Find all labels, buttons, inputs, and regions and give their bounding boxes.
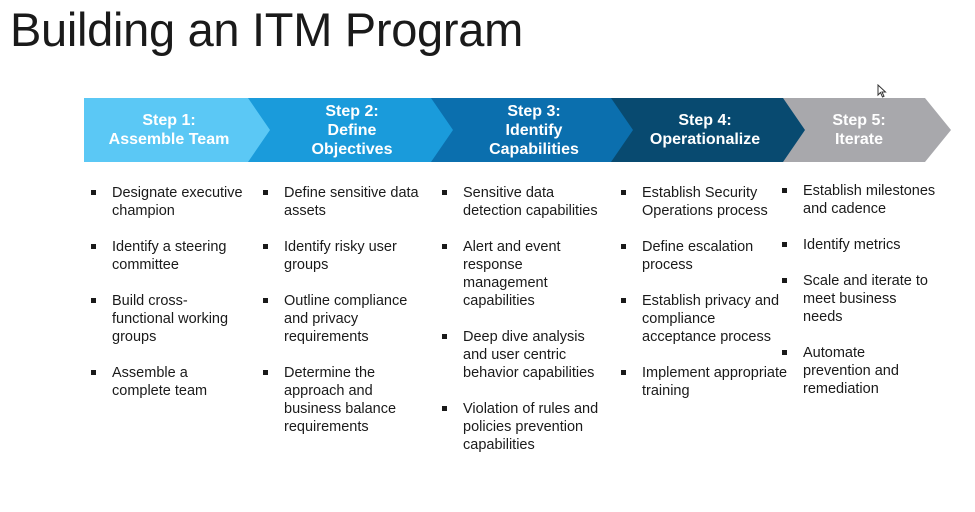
step-5-list: Establish milestones and cadence Identif…: [776, 182, 936, 416]
bullet-icon: [91, 370, 96, 375]
bullet-icon: [782, 188, 787, 193]
step-5-label: Step 5: Iterate: [796, 98, 922, 162]
bullet-icon: [621, 370, 626, 375]
step-2-title: Define: [327, 121, 377, 139]
list-item: Establish milestones and cadence: [776, 182, 936, 218]
step-5-chevron: [783, 98, 951, 162]
step-2-number: Step 2:: [325, 102, 379, 120]
step-5-title: Iterate: [834, 131, 884, 148]
bullet-icon: [442, 406, 447, 411]
step-3-title-2: Capabilities: [489, 140, 579, 158]
bullet-icon: [621, 190, 626, 195]
list-item: Violation of rules and policies preventi…: [436, 400, 606, 454]
step-1-title: Assemble Team: [108, 131, 230, 148]
list-item: Establish privacy and compliance accepta…: [615, 292, 790, 346]
list-item: Define escalation process: [615, 238, 790, 274]
step-2-title-2: Objectives: [311, 140, 393, 158]
bullet-icon: [91, 298, 96, 303]
list-item: Identify metrics: [776, 236, 936, 254]
bullet-icon: [442, 244, 447, 249]
bullet-icon: [91, 244, 96, 249]
step-2-chevron: [248, 98, 455, 162]
bullet-icon: [621, 298, 626, 303]
step-3-chevron: [431, 98, 635, 162]
step-4-chevron: [611, 98, 807, 162]
step-3-number: Step 3:: [507, 102, 561, 120]
bullet-icon: [263, 244, 268, 249]
step-1-chevron: [84, 98, 272, 162]
step-3-title: Identify: [505, 121, 563, 139]
list-item: Automate prevention and remediation: [776, 344, 936, 398]
bullet-icon: [442, 190, 447, 195]
list-item: Define sensitive data assets: [257, 184, 432, 220]
bullet-icon: [91, 190, 96, 195]
bullet-icon: [263, 370, 268, 375]
step-4-list: Establish Security Operations process De…: [615, 184, 790, 418]
mouse-cursor-icon: [877, 84, 887, 98]
bullet-icon: [263, 190, 268, 195]
list-item: Establish Security Operations process: [615, 184, 790, 220]
bullet-icon: [621, 244, 626, 249]
list-item: Outline compliance and privacy requireme…: [257, 292, 432, 346]
step-1-label: Step 1: Assemble Team: [84, 98, 254, 162]
page-title: Building an ITM Program: [10, 3, 523, 56]
step-1-list: Designate executive champion Identify a …: [85, 184, 245, 418]
list-item: Scale and iterate to meet business needs: [776, 272, 936, 326]
list-item: Designate executive champion: [85, 184, 245, 220]
list-item: Build cross-functional working groups: [85, 292, 245, 346]
bullet-icon: [782, 350, 787, 355]
list-item: Sensitive data detection capabilities: [436, 184, 606, 220]
step-3-label: Step 3: Identify Capabilities: [451, 98, 617, 162]
list-item: Determine the approach and business bala…: [257, 364, 432, 436]
step-2-label: Step 2: Define Objectives: [268, 98, 436, 162]
step-4-title: Operationalize: [649, 131, 761, 148]
bullet-icon: [782, 278, 787, 283]
step-4-number: Step 4:: [678, 112, 732, 129]
list-item: Assemble a complete team: [85, 364, 245, 400]
bullet-icon: [442, 334, 447, 339]
bullet-icon: [263, 298, 268, 303]
step-1-number: Step 1:: [142, 112, 196, 129]
step-3-list: Sensitive data detection capabilities Al…: [436, 184, 606, 472]
list-item: Implement appropriate training: [615, 364, 790, 400]
bullet-icon: [782, 242, 787, 247]
list-item: Identify risky user groups: [257, 238, 432, 274]
list-item: Identify a steering committee: [85, 238, 245, 274]
list-item: Deep dive analysis and user centric beha…: [436, 328, 606, 382]
step-5-number: Step 5:: [832, 112, 886, 129]
step-2-list: Define sensitive data assets Identify ri…: [257, 184, 432, 454]
step-4-label: Step 4: Operationalize: [624, 98, 786, 162]
list-item: Alert and event response management capa…: [436, 238, 606, 310]
